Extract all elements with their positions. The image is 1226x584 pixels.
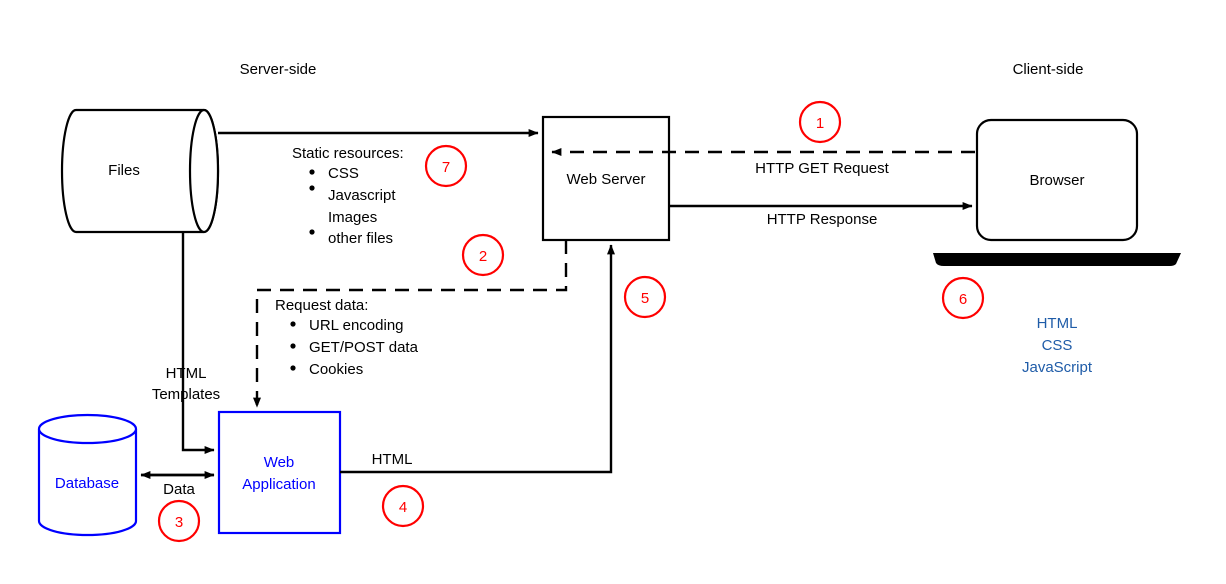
step-marker-5-circle	[623, 275, 667, 319]
database-cylinder-body	[37, 429, 138, 537]
step-marker-3-circle	[157, 499, 201, 543]
step-marker-2-label: 2	[479, 248, 487, 265]
step-marker-6[interactable]: 6	[941, 276, 985, 320]
step-marker-7[interactable]: 7	[424, 144, 468, 188]
bullet-icon	[290, 365, 296, 371]
web-application-node[interactable]: Web Application	[217, 410, 342, 535]
flow-files-to-web-application	[181, 232, 215, 454]
browser-label: Browser	[1029, 172, 1084, 189]
request-data-item-1: GET/POST data	[309, 339, 419, 356]
request-data-title: Request data:	[275, 297, 368, 314]
step-marker-5-label: 5	[641, 290, 649, 307]
static-resources-list: Static resources: CSS Javascript Images …	[292, 145, 404, 247]
static-resources-item-1: Javascript	[328, 187, 396, 204]
static-resources-title: Static resources:	[292, 145, 404, 162]
html-templates-label-line1: HTML	[166, 365, 207, 382]
step-marker-1-circle	[798, 100, 842, 144]
step-marker-1[interactable]: 1	[798, 100, 842, 144]
flow-html-to-web-server	[340, 244, 615, 474]
step-marker-4-circle	[381, 484, 425, 528]
client-technology-1: CSS	[1042, 337, 1073, 354]
html-label: HTML	[372, 451, 413, 468]
static-resources-item-0: CSS	[328, 165, 359, 182]
http-response-label: HTTP Response	[767, 211, 878, 228]
web-server-box	[541, 115, 671, 242]
static-resources-item-3: other files	[328, 230, 393, 247]
step-marker-3-label: 3	[175, 514, 183, 531]
browser-node[interactable]: Browser	[933, 118, 1181, 266]
request-data-list: Request data: URL encoding GET/POST data…	[275, 297, 419, 378]
flow-request-data	[253, 240, 568, 408]
data-label: Data	[163, 481, 195, 498]
bullet-icon	[290, 321, 296, 327]
request-data-item-0: URL encoding	[309, 317, 404, 334]
step-marker-2-circle	[461, 233, 505, 277]
client-technology-0: HTML	[1037, 315, 1078, 332]
database-label: Database	[55, 475, 119, 492]
step-marker-5[interactable]: 5	[623, 275, 667, 319]
step-marker-4[interactable]: 4	[381, 484, 425, 528]
step-marker-4-label: 4	[399, 499, 407, 516]
step-marker-7-label: 7	[442, 159, 450, 176]
client-technology-2: JavaScript	[1022, 359, 1093, 376]
step-marker-1-label: 1	[816, 115, 824, 132]
files-cylinder-cap	[188, 108, 220, 234]
html-templates-label-line2: Templates	[152, 386, 220, 403]
bullet-icon	[309, 169, 315, 175]
web-application-label-line2: Application	[242, 476, 315, 493]
step-marker-3[interactable]: 3	[157, 499, 201, 543]
web-server-label: Web Server	[567, 171, 646, 188]
laptop-base-icon	[933, 253, 1181, 266]
files-node[interactable]: Files	[60, 108, 220, 234]
server-side-label: Server-side	[240, 61, 317, 78]
client-technologies-list: HTML CSS JavaScript	[1022, 315, 1093, 376]
database-node[interactable]: Database	[37, 413, 138, 537]
bullet-icon	[309, 185, 315, 191]
step-marker-6-circle	[941, 276, 985, 320]
step-marker-6-label: 6	[959, 291, 967, 308]
http-get-request-label: HTTP GET Request	[755, 160, 889, 177]
web-application-label-line1: Web	[264, 454, 295, 471]
step-marker-7-circle	[424, 144, 468, 188]
static-resources-item-2: Images	[328, 209, 377, 226]
step-marker-2[interactable]: 2	[461, 233, 505, 277]
client-side-label: Client-side	[1013, 61, 1084, 78]
bullet-icon	[290, 343, 296, 349]
web-application-box	[217, 410, 342, 535]
request-data-item-2: Cookies	[309, 361, 363, 378]
browser-screen	[975, 118, 1139, 242]
bullet-icon	[309, 229, 315, 235]
web-server-node[interactable]: Web Server	[541, 115, 671, 242]
database-cylinder-top	[37, 413, 138, 445]
files-label: Files	[108, 162, 140, 179]
